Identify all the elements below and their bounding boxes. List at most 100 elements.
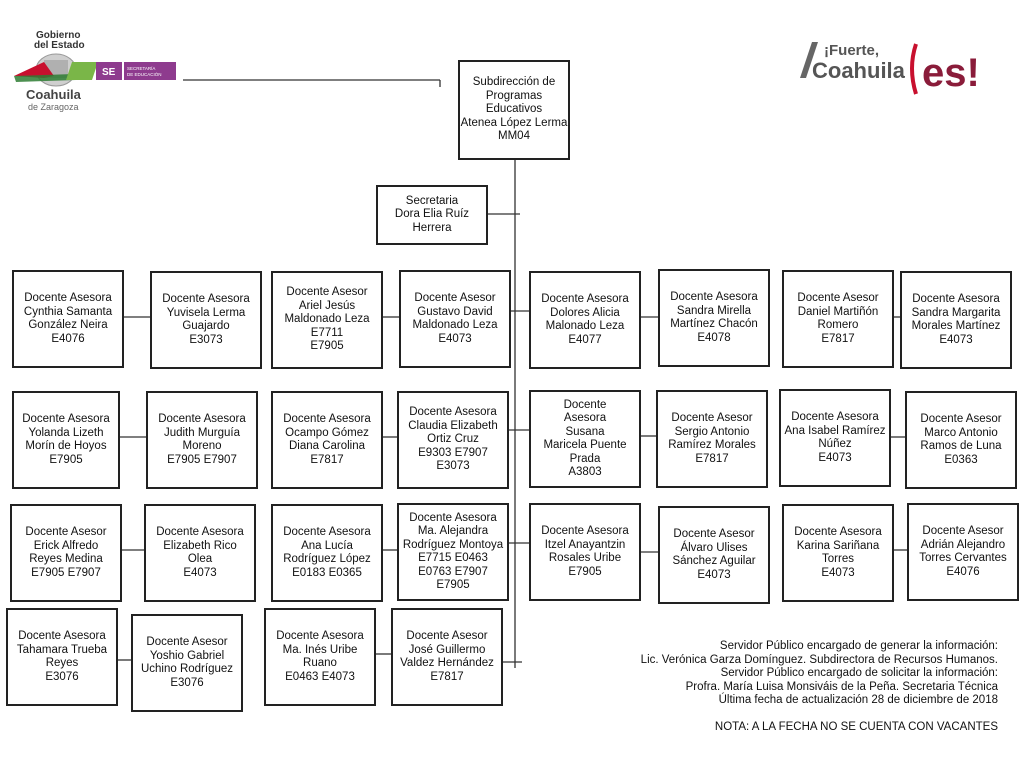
box-text-line: Sánchez Aguilar bbox=[672, 555, 756, 567]
box-text-line: Maldonado Leza bbox=[412, 319, 498, 331]
svg-text:es!: es! bbox=[922, 51, 980, 95]
box-position-label: Docente Asesora bbox=[158, 413, 246, 425]
box-text-line: Judith Murguía bbox=[163, 426, 241, 439]
box-text-line: Tahamara Trueba bbox=[16, 643, 108, 656]
box-text-line: E4073 bbox=[818, 451, 852, 464]
box-text-line: Martínez Chacón bbox=[670, 318, 758, 330]
box-text-line: Programas bbox=[485, 89, 543, 102]
box-text-line: Rosales Uribe bbox=[548, 552, 622, 564]
box-text-line: Itzel Anayantzin bbox=[544, 538, 626, 551]
fuerte-coahuila-logo: ¡Fuerte, Coahuila es! bbox=[800, 42, 980, 95]
box-text-line: E4073 bbox=[939, 333, 973, 346]
box-text-line: Ma. Alejandra bbox=[417, 525, 489, 537]
box-position-label: Docente Asesora bbox=[276, 630, 364, 642]
box-text-line: Morales Martínez bbox=[911, 320, 1001, 332]
box-text-line: Núñez bbox=[818, 438, 852, 450]
box-position-label: Docente Asesora bbox=[18, 630, 106, 642]
box-text-line: Dolores Alicia bbox=[550, 306, 620, 319]
box-text-line: Maldonado Leza bbox=[284, 313, 370, 326]
box-text-line: E7905 bbox=[568, 565, 602, 578]
box-text-line: E0183 E0365 bbox=[292, 566, 362, 579]
box-text-line: E3076 bbox=[45, 670, 79, 683]
box-position-label: Docente Asesor bbox=[922, 525, 1004, 537]
box-text-line: Yolanda Lizeth bbox=[28, 426, 104, 439]
box-text-line: A3803 bbox=[568, 466, 602, 478]
box-text-line: Claudia Elizabeth bbox=[408, 419, 498, 432]
box-text-line: Cynthia Samanta bbox=[23, 305, 113, 318]
box-position-label: Docente Asesora bbox=[794, 526, 882, 538]
box-text-line: Valdez Hernández bbox=[400, 657, 494, 669]
box-text-line: E4073 bbox=[821, 566, 855, 579]
box-text-line: Educativos bbox=[485, 103, 543, 116]
box-text-line: Torres bbox=[822, 553, 854, 565]
box-text-line: Daniel Martiñón bbox=[797, 305, 879, 318]
box-text-line: Olea bbox=[187, 553, 213, 565]
box-text-line: Guajardo bbox=[182, 320, 230, 332]
box-position-label: Docente Asesora bbox=[541, 293, 629, 305]
box-position-label: Docente Asesora bbox=[22, 413, 110, 425]
box-text-line: Dora Elia Ruíz bbox=[394, 208, 470, 221]
box-position-label: Docente Asesor bbox=[25, 526, 107, 538]
box-text-line: Asesora bbox=[563, 412, 607, 424]
box-position-label: Docente bbox=[563, 398, 607, 411]
box-text-line: E7715 E0463 bbox=[418, 552, 488, 564]
box-text-line: E3073 bbox=[189, 333, 223, 346]
box-position-label: Docente Asesora bbox=[912, 293, 1000, 305]
box-text-line: Romero bbox=[817, 319, 859, 331]
box-text-line: Marco Antonio bbox=[924, 426, 998, 439]
box-text-line: E9303 E7907 bbox=[418, 446, 488, 459]
box-position-label: Docente Asesor bbox=[671, 412, 753, 424]
box-text-line: E7817 bbox=[430, 670, 464, 683]
box-text-line: José Guillermo bbox=[408, 643, 486, 656]
footer-nota: NOTA: A LA FECHA NO SE CUENTA CON VACANT… bbox=[714, 720, 998, 733]
footer-line-solicitar: Servidor Público encargado de solicitar … bbox=[720, 667, 998, 679]
box-text-line: Ruano bbox=[303, 657, 337, 669]
box-text-line: Karina Sariñana bbox=[796, 539, 880, 552]
box-text-line: Sandra Margarita bbox=[911, 306, 1001, 319]
box-text-line: Gustavo David bbox=[417, 305, 493, 318]
box-position-label: Docente Asesor bbox=[406, 630, 488, 642]
box-text-line: E7905 bbox=[49, 453, 83, 466]
box-text-line: Ariel Jesús bbox=[298, 299, 356, 312]
box-text-line: Elizabeth Rico bbox=[163, 539, 237, 552]
box-text-line: E4073 bbox=[183, 566, 217, 579]
box-position-label: Docente Asesora bbox=[162, 293, 250, 305]
box-text-line: Sandra Mirella bbox=[676, 304, 752, 317]
box-text-line: Rodríguez López bbox=[283, 553, 371, 565]
box-text-line: E7905 E7907 bbox=[167, 453, 237, 466]
box-text-line: Ocampo Gómez bbox=[285, 426, 369, 439]
box-text-line: Sergio Antonio bbox=[674, 425, 750, 438]
svg-text:¡Fuerte,: ¡Fuerte, bbox=[824, 42, 879, 59]
svg-text:del Estado: del Estado bbox=[34, 40, 85, 51]
box-text-line: E4077 bbox=[568, 333, 602, 346]
svg-text:SECRETARÍA: SECRETARÍA bbox=[127, 65, 155, 71]
box-text-line: Yoshio Gabriel bbox=[149, 649, 225, 662]
box-position-label: Docente Asesora bbox=[409, 511, 497, 524]
box-text-line: Herrera bbox=[412, 221, 452, 234]
box-text-line: MM04 bbox=[498, 130, 530, 143]
box-text-line: E4073 bbox=[438, 332, 472, 345]
box-text-line: E4078 bbox=[697, 331, 731, 344]
box-text-line: Ortiz Cruz bbox=[427, 433, 479, 446]
box-position-label: Docente Asesor bbox=[286, 286, 368, 299]
box-text-line: Susana bbox=[565, 425, 605, 438]
box-position-label: Docente Asesor bbox=[414, 292, 496, 304]
